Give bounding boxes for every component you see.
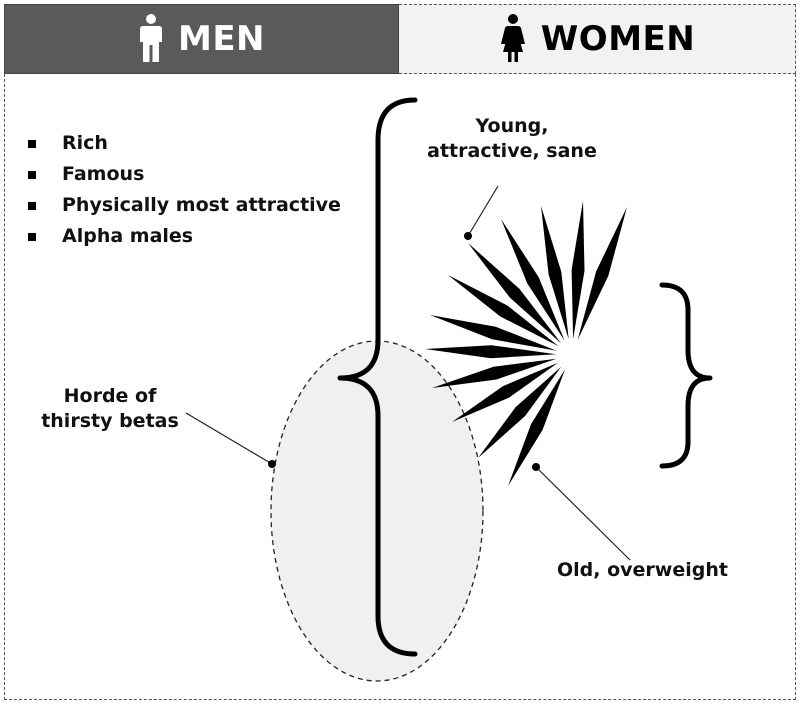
body-frame [4, 74, 796, 700]
women-header-label: WOMEN [540, 19, 696, 59]
men-traits-list: Rich Famous Physically most attractive A… [28, 128, 341, 252]
men-curly-brace [337, 97, 418, 657]
women-header: WOMEN [399, 4, 796, 74]
label-young: Young, attractive, sane [427, 115, 597, 162]
pointer-young [467, 185, 499, 237]
label-old: Old, overweight [557, 559, 728, 581]
bullet-icon [28, 139, 36, 148]
fan-spike [541, 206, 569, 340]
bullet-icon [28, 170, 36, 179]
bullet-icon [28, 201, 36, 210]
list-item: Famous [28, 159, 341, 190]
women-curly-brace [659, 282, 713, 469]
list-item: Physically most attractive [28, 190, 341, 221]
pointer-dot-horde [268, 460, 276, 468]
fan-spike [478, 366, 562, 458]
fan-spike [448, 275, 559, 347]
fan-spike [430, 315, 557, 351]
women-fan [425, 201, 627, 486]
female-person-icon [500, 14, 525, 62]
fan-spike [468, 243, 562, 344]
list-item: Alpha males [28, 221, 341, 252]
fan-spike [501, 219, 565, 341]
pointer-horde [185, 412, 273, 465]
bullet-icon [28, 232, 36, 241]
men-header: MEN [4, 4, 399, 74]
men-header-label: MEN [177, 19, 265, 59]
list-item: Rich [28, 128, 341, 159]
fan-spike [432, 358, 557, 388]
male-person-icon [139, 14, 162, 62]
fan-spike [425, 345, 556, 359]
fan-spike [571, 201, 585, 339]
pointer-dot-young [464, 232, 472, 240]
fan-spike [577, 207, 627, 340]
fan-spike [508, 369, 565, 486]
pointer-dot-old [532, 463, 540, 471]
pointer-old [535, 466, 631, 561]
fan-spike [452, 362, 558, 422]
label-horde: Horde of thirsty betas [41, 385, 179, 432]
